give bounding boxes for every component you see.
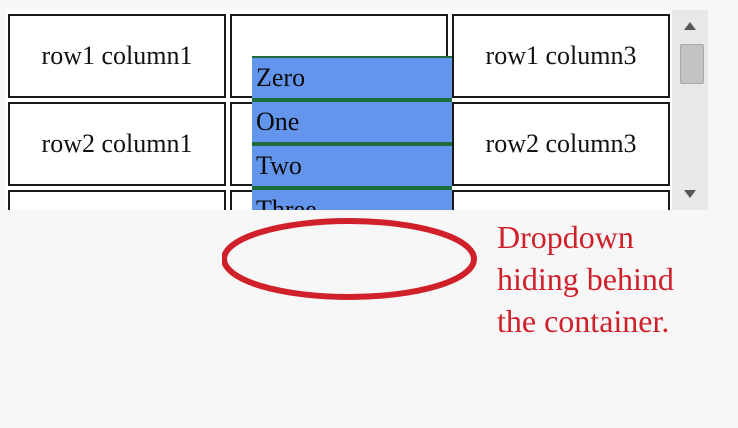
annotation-line: Dropdown — [497, 219, 634, 255]
table-cell-row2-col3: row2 column3 — [452, 102, 670, 186]
triangle-up-icon[interactable] — [672, 14, 708, 38]
table-cell-row3-col3 — [452, 190, 670, 210]
dropdown-item-label: Three — [256, 195, 317, 210]
dropdown-item-one[interactable]: One — [252, 100, 452, 144]
annotation-line: hiding behind — [497, 261, 674, 297]
vertical-scrollbar[interactable] — [672, 10, 708, 210]
table-cell-row3-col1 — [8, 190, 226, 210]
table-cell-row1-col1: row1 column1 — [8, 14, 226, 98]
dropdown-item-label: One — [256, 107, 300, 136]
scroll-container[interactable]: row1 column1 row1 column3 row2 column1 r… — [6, 10, 708, 210]
table-cell-row1-col3: row1 column3 — [452, 14, 670, 98]
cell-text: row1 column3 — [485, 41, 637, 70]
annotation-text: Dropdown hiding behind the container. — [497, 216, 727, 342]
dropdown-item-three[interactable]: Three — [252, 188, 452, 210]
dropdown-list[interactable]: Zero One Two Three — [252, 56, 452, 210]
dropdown-item-two[interactable]: Two — [252, 144, 452, 188]
dropdown-item-zero[interactable]: Zero — [252, 56, 452, 100]
table-cell-row2-col1: row2 column1 — [8, 102, 226, 186]
dropdown-item-label: Zero — [256, 63, 306, 92]
cell-text: row2 column3 — [485, 129, 637, 158]
cell-text: row2 column1 — [41, 129, 193, 158]
scrollbar-thumb[interactable] — [680, 44, 704, 84]
triangle-down-icon[interactable] — [672, 182, 708, 206]
dropdown-item-label: Two — [256, 151, 302, 180]
annotation-ellipse — [222, 218, 477, 300]
annotation-line: the container. — [497, 303, 670, 339]
cell-text: row1 column1 — [41, 41, 193, 70]
